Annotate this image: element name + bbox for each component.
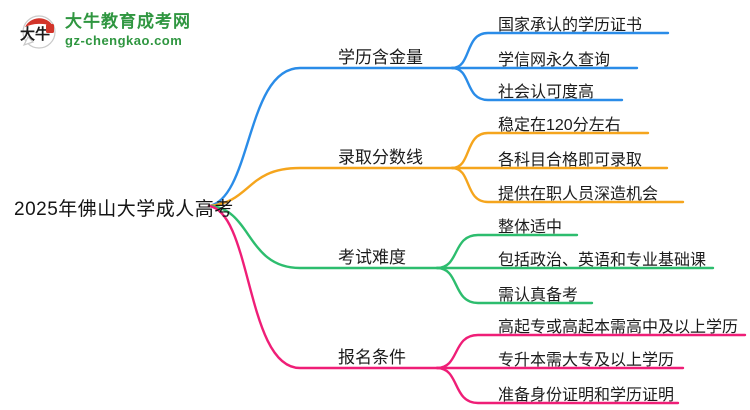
branch-lines-kaoshi-nandu — [207, 204, 715, 305]
child-node[interactable]: 专升本需大专及以上学历 — [498, 352, 675, 369]
child-node[interactable]: 社会认可度高 — [498, 84, 595, 101]
logo-site-domain: gz-chengkao.com — [65, 33, 183, 48]
branch-lines-xueli-hanjinliang — [207, 31, 670, 208]
child-node[interactable]: 整体适中 — [498, 219, 563, 236]
branch-node-baoming-tiaojian[interactable]: 报名条件 — [338, 348, 406, 367]
branch-lines-baoming-tiaojian — [207, 204, 747, 405]
branch-lines-luqu-fenshuxian — [207, 131, 685, 208]
root-node[interactable]: 2025年佛山大学成人高考 — [14, 199, 234, 220]
child-node[interactable]: 准备身份证明和学历证明 — [498, 387, 675, 404]
logo-site-name: 大牛教育成考网 — [65, 12, 191, 31]
site-logo[interactable]: 大牛 大牛教育成考网 gz-chengkao.com — [20, 11, 191, 53]
branch-node-luqu-fenshuxian[interactable]: 录取分数线 — [338, 148, 423, 167]
child-node[interactable]: 各科目合格即可录取 — [498, 152, 643, 169]
logo-bull-icon: 大牛 — [20, 15, 56, 49]
branch-node-xueli-hanjinliang[interactable]: 学历含金量 — [338, 48, 423, 67]
child-node[interactable]: 提供在职人员深造机会 — [498, 186, 659, 203]
child-node[interactable]: 高起专或高起本需高中及以上学历 — [498, 319, 739, 336]
branch-node-kaoshi-nandu[interactable]: 考试难度 — [338, 248, 406, 267]
child-node[interactable]: 国家承认的学历证书 — [498, 17, 643, 34]
child-node[interactable]: 学信网永久查询 — [498, 52, 611, 69]
child-node[interactable]: 稳定在120分左右 — [498, 117, 621, 134]
child-node[interactable]: 包括政治、英语和专业基础课 — [498, 252, 707, 269]
child-node[interactable]: 需认真备考 — [498, 287, 579, 304]
svg-text:大牛: 大牛 — [20, 25, 50, 43]
